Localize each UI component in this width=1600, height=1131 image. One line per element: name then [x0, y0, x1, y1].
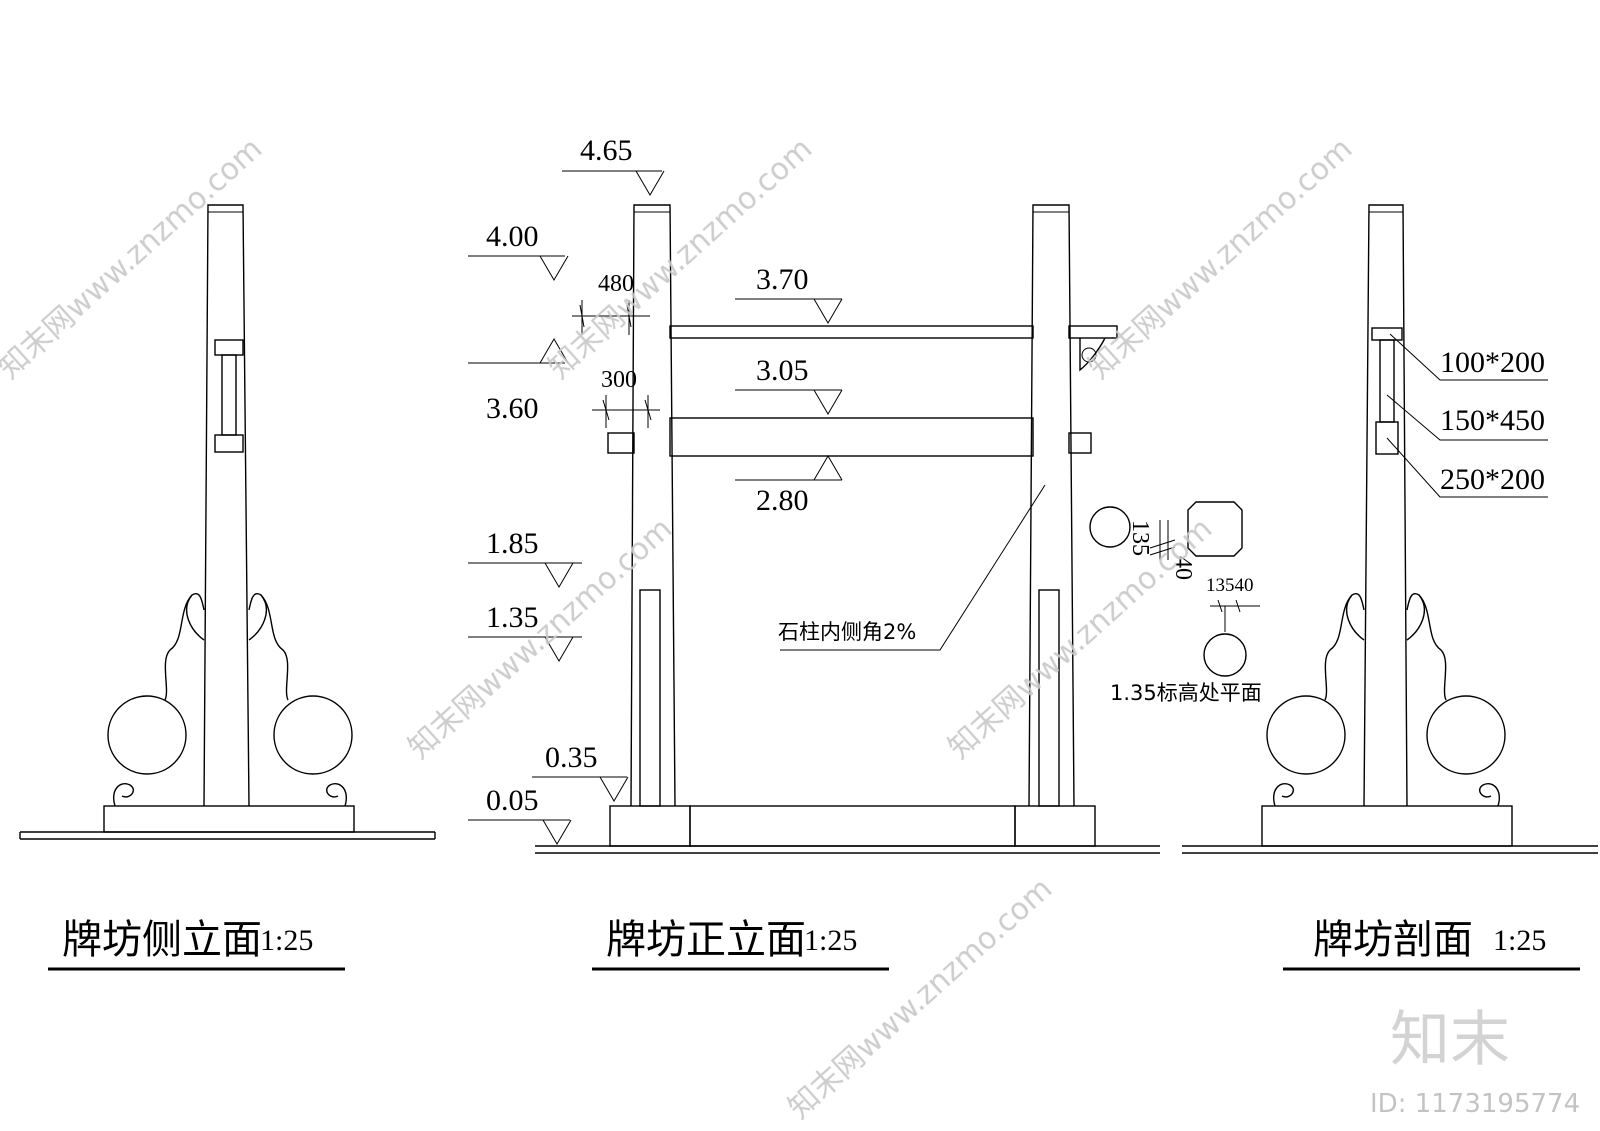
section-view — [1182, 204, 1598, 854]
elev-3-60: 3.60 — [486, 392, 539, 425]
section-label-150x450: 150*450 — [1440, 404, 1545, 437]
section-view-scale: 1:25 — [1493, 924, 1546, 957]
watermark-site-text: 知末网www.znzmo.com — [1082, 131, 1359, 386]
elev-0-05: 0.05 — [486, 784, 539, 817]
dim-480: 480 — [598, 271, 634, 297]
watermark-id-text: ID: 1173195774 — [1370, 1089, 1580, 1119]
elev-3-05: 3.05 — [756, 354, 809, 387]
section-view-title: 牌坊剖面 — [1313, 917, 1473, 963]
watermark-site-text: 知末网www.znzmo.com — [542, 131, 819, 386]
section-label-100x200: 100*200 — [1440, 346, 1545, 379]
elevation-markers — [468, 170, 843, 845]
side-view-title: 牌坊侧立面 — [62, 917, 262, 963]
front-view-scale: 1:25 — [804, 924, 857, 957]
elev-1-85: 1.85 — [486, 527, 539, 560]
front-view-title: 牌坊正立面 — [606, 917, 806, 963]
chamfer-note: 石柱内侧角2% — [778, 620, 916, 644]
elev-2-80: 2.80 — [756, 484, 809, 517]
detail-plan — [1089, 501, 1260, 677]
dim-13540: 13540 — [1206, 575, 1254, 596]
dimension-lines — [572, 300, 660, 428]
side-elevation — [19, 204, 436, 840]
dim-40: 40 — [1170, 556, 1196, 580]
section-label-250x200: 250*200 — [1440, 463, 1545, 496]
elev-3-70: 3.70 — [756, 263, 809, 296]
dim-135: 135 — [1127, 520, 1153, 556]
elev-0-35: 0.35 — [545, 741, 598, 774]
elev-4-65: 4.65 — [580, 134, 633, 167]
dim-300: 300 — [601, 367, 637, 393]
front-elevation — [535, 204, 1160, 854]
elev-1-35: 1.35 — [486, 601, 539, 634]
watermark-site-text: 知末网www.znzmo.com — [782, 871, 1059, 1126]
side-view-scale: 1:25 — [260, 924, 313, 957]
labels: 4.65 4.00 3.60 3.70 3.05 2.80 1.85 1.35 … — [486, 134, 1545, 817]
watermark-site-text: 知末网www.znzmo.com — [402, 511, 679, 766]
elev-4-00: 4.00 — [486, 220, 539, 253]
watermark-site-text: 知末网www.znzmo.com — [0, 131, 269, 386]
view-titles: 牌坊侧立面 1:25 牌坊正立面 1:25 牌坊剖面 1:25 — [48, 917, 1580, 971]
watermark-site-text: 知末网www.znzmo.com — [942, 511, 1219, 766]
watermark-logo-text: 知末 — [1390, 1005, 1510, 1075]
plan-135-note: 1.35标高处平面 — [1110, 681, 1262, 705]
